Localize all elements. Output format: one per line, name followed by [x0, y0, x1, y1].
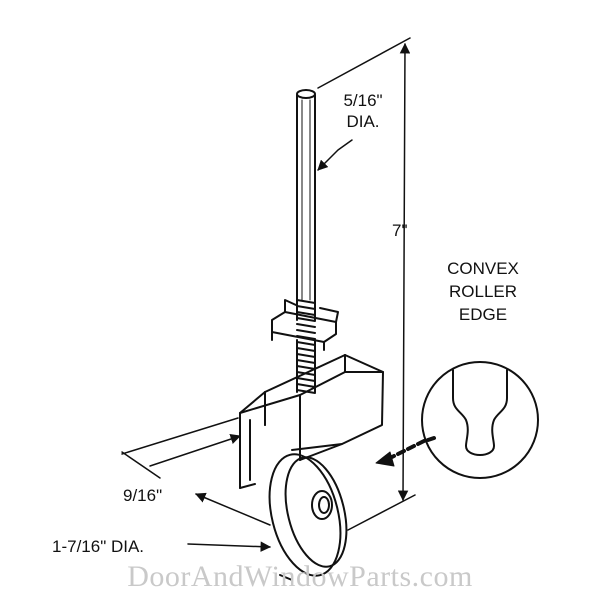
roller-line: ROLLER — [448, 282, 518, 301]
rod-diameter-label: 5/16" DIA. — [336, 92, 390, 130]
wheel-width-label: 9/16" — [123, 486, 163, 505]
overall-height-label: 7" — [392, 221, 408, 240]
detail-pointer-arrow — [375, 436, 436, 467]
rod-diameter-leader — [317, 139, 353, 171]
rod-diameter-dia: DIA. — [346, 112, 380, 131]
rod-diameter-size: 5/16" — [343, 91, 383, 110]
roller-wheel — [268, 453, 348, 581]
height-dimension — [317, 37, 416, 531]
wheel-diameter-leader — [187, 541, 272, 552]
edge-line: EDGE — [458, 305, 508, 324]
convex-edge-detail — [421, 361, 539, 479]
width-dimension — [121, 417, 271, 526]
rod-clip — [271, 299, 339, 351]
threaded-rod — [296, 89, 316, 394]
wheel-diameter-label: 1-7/16" DIA. — [52, 537, 145, 556]
convex-roller-edge-label: CONVEX ROLLER EDGE — [428, 260, 538, 323]
watermark-text: DoorAndWindowParts.com — [127, 560, 473, 593]
convex-line: CONVEX — [447, 259, 519, 278]
